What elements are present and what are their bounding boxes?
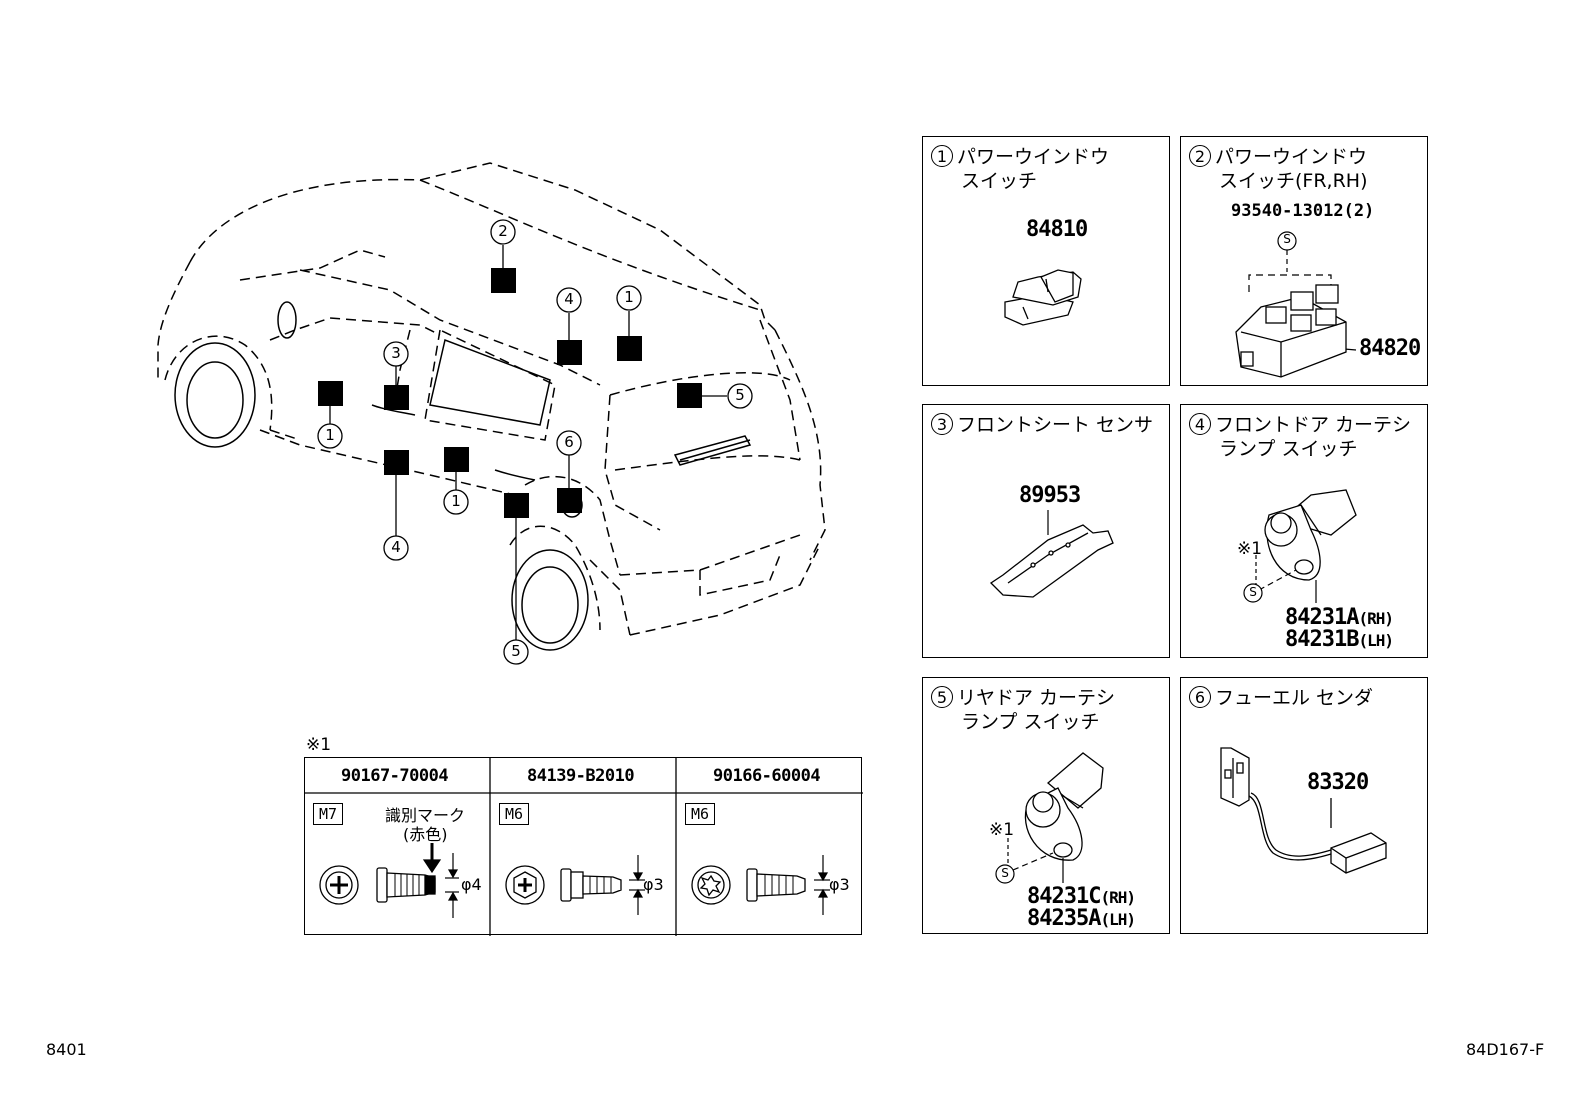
seat-sensor-icon xyxy=(989,510,1114,598)
page-code-right: 84D167-F xyxy=(1466,1040,1545,1059)
callout-5: 5 xyxy=(511,642,521,660)
table-header-2: 84139-B2010 xyxy=(527,766,635,786)
screw-symbol: S xyxy=(1249,585,1257,599)
fuel-sender-icon xyxy=(1220,747,1387,874)
thread-size-badge: M6 xyxy=(685,803,716,825)
screw-part-number: 93540-13012(2) xyxy=(1231,201,1375,221)
courtesy-switch-icon xyxy=(1243,489,1357,603)
identification-color-label: (赤色) xyxy=(403,825,448,844)
thread-size-badge: M6 xyxy=(499,803,530,825)
note-mark: ※1 xyxy=(989,820,1015,840)
part-number-rh: 84231C(RH) xyxy=(1027,884,1136,909)
courtesy-switch-icon xyxy=(995,752,1104,884)
fastener-table: 90167-70004 84139-B2010 90166-60004 M7 識… xyxy=(304,757,863,936)
diameter-label: φ4 xyxy=(461,875,482,894)
callout-4: 4 xyxy=(564,290,574,308)
part-number-lh: 84235A(LH) xyxy=(1027,906,1136,931)
part-number-rh: 84231A(RH) xyxy=(1285,605,1394,630)
callout-2: 2 xyxy=(498,222,508,240)
callout-1: 1 xyxy=(624,288,634,306)
callout-5: 5 xyxy=(735,386,745,404)
callout-3: 3 xyxy=(391,344,401,362)
switch-part-icon xyxy=(1004,269,1082,326)
diameter-label: φ3 xyxy=(643,875,664,894)
page-code-left: 8401 xyxy=(46,1040,87,1059)
part-number: 83320 xyxy=(1307,770,1369,795)
screw-symbol: S xyxy=(1001,866,1009,880)
fastener-drawings xyxy=(319,843,830,918)
diameter-label: φ3 xyxy=(829,875,850,894)
identification-mark-label: 識別マーク xyxy=(385,806,466,825)
table-header-1: 90167-70004 xyxy=(341,766,449,786)
part-number: 84810 xyxy=(1026,217,1088,242)
vehicle-illustration: 2 4 1 5 1 3 4 1 5 6 xyxy=(0,0,900,700)
part-number: 89953 xyxy=(1019,483,1081,508)
part-number: 84820 xyxy=(1359,336,1421,361)
note-mark: ※1 xyxy=(1237,539,1263,559)
callout-4: 4 xyxy=(391,538,401,556)
switch-assembly-icon xyxy=(1235,231,1357,378)
table-header-3: 90166-60004 xyxy=(713,766,821,786)
thread-size-badge: M7 xyxy=(313,803,344,825)
screw-symbol: S xyxy=(1283,232,1291,246)
callout-1: 1 xyxy=(451,492,461,510)
table-note-mark: ※1 xyxy=(306,735,332,755)
part-number-lh: 84231B(LH) xyxy=(1285,627,1394,652)
callout-6: 6 xyxy=(564,433,574,451)
callout-1: 1 xyxy=(325,426,335,444)
